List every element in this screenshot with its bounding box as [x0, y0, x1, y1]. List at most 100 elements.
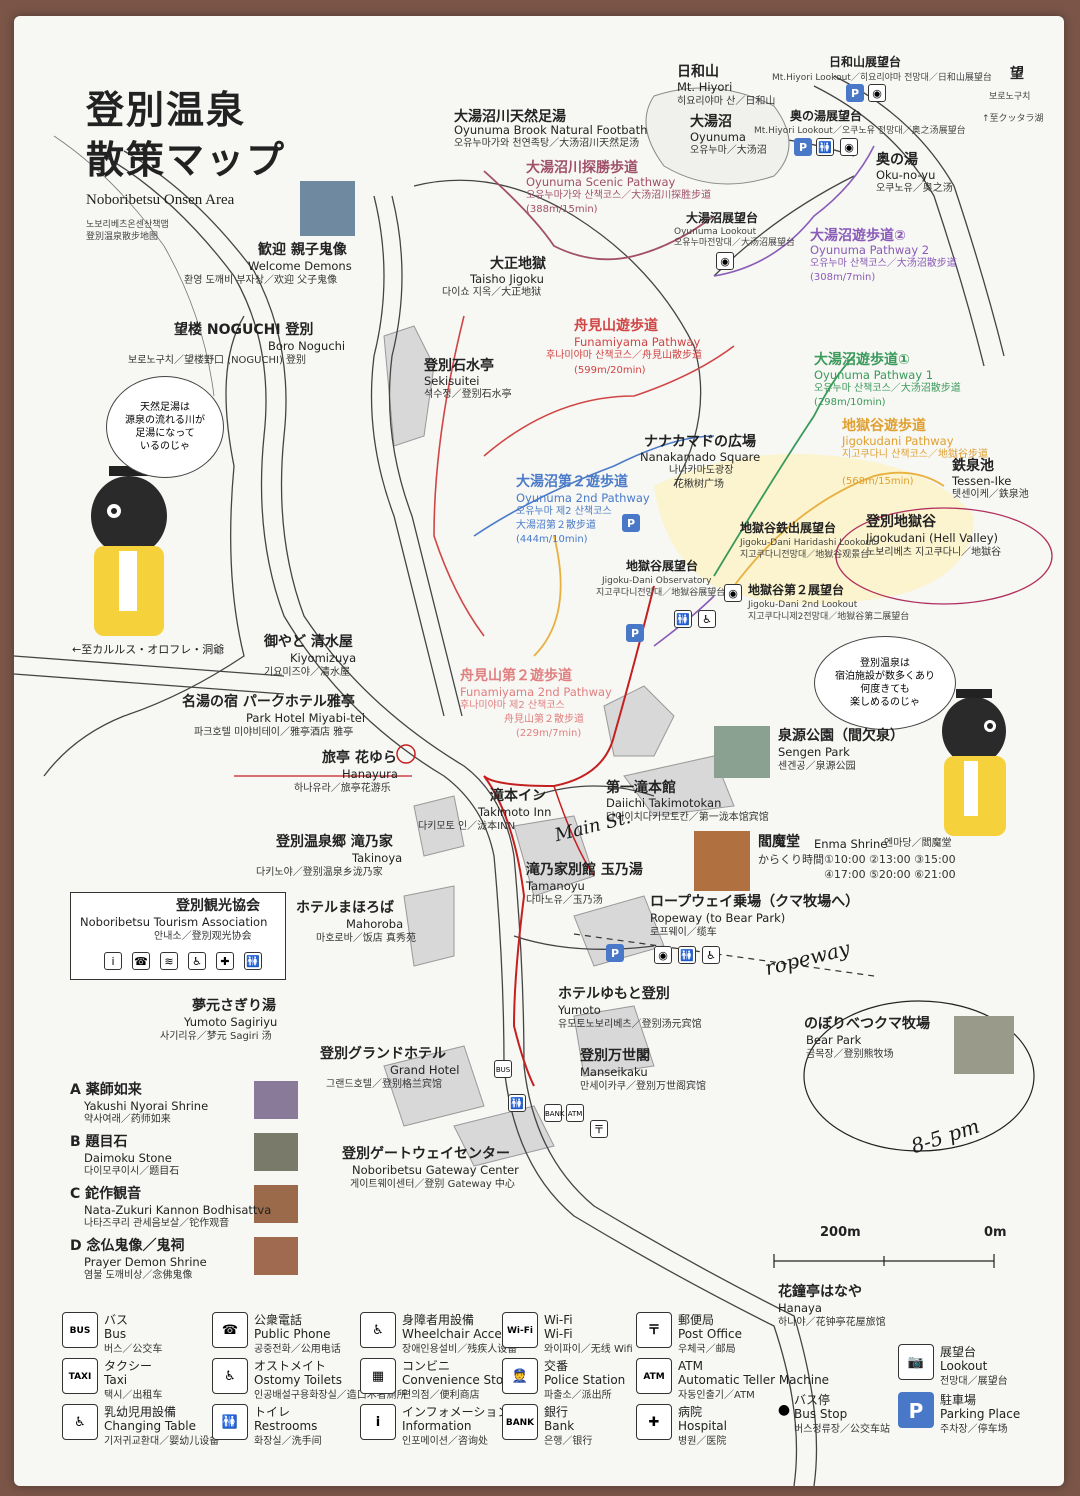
- legend-taxi-ko: 택시／出租车: [104, 1389, 163, 1401]
- legend-bus-stop-ko: 버스정류장／公交车站: [794, 1423, 890, 1435]
- label-funamiyama: 舟見山遊歩道: [574, 318, 658, 334]
- label-jigokudani-path-en: Jigokudani Pathway: [842, 434, 954, 448]
- legend-post-en: Post Office: [678, 1326, 742, 1341]
- shrine-c-mark: C: [70, 1186, 81, 1202]
- label-hanayura: 旅亭 花ゆら: [322, 750, 397, 766]
- legend-lookout-en: Lookout: [940, 1358, 988, 1373]
- restroom-icon: 🚻: [678, 946, 696, 964]
- trail-pathway2: [713, 145, 875, 277]
- parking-icon: P: [626, 624, 644, 642]
- label-sagiriyu: 夢元さぎり湯: [192, 998, 276, 1014]
- handdrawn-circle-bearpark: [803, 1000, 1035, 1152]
- legend-wheelchair-jp: 身障者用設備: [402, 1313, 475, 1327]
- label-sekisuitei-ko: 석수정／登别石水亭: [424, 389, 512, 400]
- shrine-b-jp: 題目石: [85, 1134, 128, 1150]
- label-boro: 望楼 NOGUCHI 登別: [174, 322, 314, 338]
- legend-lookout-ko: 전망대／展望台: [940, 1375, 1008, 1387]
- label-oyunuma-ko: 오유누마／大汤沼: [690, 145, 767, 156]
- label-enma-times2: ④17:00 ⑤20:00 ⑥21:00: [824, 868, 956, 881]
- label-yumoto: ホテルゆもと登別: [558, 986, 670, 1002]
- label-funamiyama2-ko: 후나미야마 제2 산책코스: [460, 700, 565, 711]
- label-nanakamado-ko: 나나카마도광장: [669, 465, 734, 476]
- legend-bank-ko: 은행／银行: [544, 1435, 593, 1447]
- legend-taxi-en: Taxi: [104, 1372, 128, 1387]
- legend-wifi-jp: Wi-Fi: [544, 1313, 573, 1327]
- label-grand-en: Grand Hotel: [390, 1063, 460, 1077]
- label-karurusu: ←至カルルス・オロフレ・洞爺: [72, 643, 225, 656]
- legend-information-jp: インフォメーション: [402, 1405, 510, 1419]
- map-title-line2: 散策マップ: [86, 137, 287, 182]
- label-okunoyu-lookout: 奥の湯展望台: [790, 109, 863, 123]
- label-welcome: 歓迎 親子鬼像: [258, 242, 347, 258]
- label-oyunuma-en: Oyunuma: [690, 130, 746, 144]
- label-oyunuma-lookout: 大湯沼展望台: [686, 211, 759, 225]
- label-taisho-ko: 다이쇼 지옥／大正地狱: [442, 287, 542, 298]
- shrine-a-jp: 薬師如来: [85, 1082, 142, 1098]
- info-icon: i: [104, 952, 122, 970]
- camera-icon: ◉: [654, 946, 672, 964]
- wheelchair-icon: ♿: [360, 1312, 396, 1348]
- label-sengen-en: Sengen Park: [778, 745, 850, 759]
- legend-bank-en: Bank: [544, 1418, 575, 1433]
- label-takinoya-ko: 다키노야／登别温泉乡泷乃家: [256, 867, 383, 878]
- label-enma-times1: からくり時間①10:00 ②13:00 ③15:00: [758, 853, 956, 866]
- label-tourism-en: Noboribetsu Tourism Association: [80, 915, 268, 929]
- label-second-lookout-en: Jigoku-Dani 2nd Lookout: [748, 600, 858, 610]
- wifi-icon: Wi-Fi: [502, 1312, 538, 1348]
- hospital-icon: ✚: [636, 1404, 672, 1440]
- label-nanakamado-en: Nanakamado Square: [640, 450, 761, 464]
- label-hiyori-en: Mt. Hiyori: [677, 80, 733, 94]
- camera-icon: ◉: [724, 584, 742, 602]
- label-tessen-en: Tessen-Ike: [952, 474, 1012, 488]
- handdrawn-route: [483, 585, 655, 1087]
- label-hiyori: 日和山: [677, 64, 719, 80]
- camera-icon: ◉: [868, 84, 886, 102]
- label-boro-en: Boro Noguchi: [268, 339, 346, 353]
- label-funamiyama2-dist: (229m/7min): [516, 728, 582, 739]
- label-ropeway-en: Ropeway (to Bear Park): [650, 911, 786, 925]
- label-bororo: 望: [1010, 66, 1024, 82]
- label-takinoya: 登別温泉郷 滝乃家: [276, 834, 393, 850]
- legend-changing-en: Changing Table: [104, 1418, 196, 1433]
- label-taisho-en: Taisho Jigoku: [470, 272, 544, 286]
- legend-bank-jp: 銀行: [544, 1405, 569, 1419]
- label-sagiriyu-en: Yumoto Sagiriyu: [184, 1015, 278, 1029]
- legend-bus-stop-jp: バス停: [794, 1393, 831, 1407]
- legend-police-en: Police Station: [544, 1372, 626, 1387]
- restroom-icon: 🚻: [212, 1404, 248, 1440]
- label-enma-en: Enma Shrine: [814, 837, 888, 851]
- legend-atm-en: Automatic Teller Machine: [678, 1372, 830, 1387]
- label-second-path-en: Oyunuma 2nd Pathway: [516, 491, 650, 505]
- phone-icon: ☎: [132, 952, 150, 970]
- legend-post-ko: 우체국／邮局: [678, 1343, 736, 1355]
- label-hanaya-en: Hanaya: [778, 1301, 822, 1315]
- speech-bubble-left: 天然足湯は 源泉の流れる川が 足湯になって いるのじゃ: [106, 376, 224, 478]
- label-hiyori-lookout-en: Mt.Hiyori Lookout／히요리야마 전망대／日和山展望台: [772, 73, 992, 83]
- label-takinoya-en: Takinoya: [352, 851, 403, 865]
- ostomy-icon: ✚: [216, 952, 234, 970]
- legend-parking-jp: 駐車場: [940, 1393, 977, 1407]
- label-kiyomizuya-ko: 기요미즈야／清水屋: [264, 667, 350, 678]
- label-ropeway-ko: 로프웨이／缆车: [650, 927, 717, 938]
- handdrawn-circle-hellvalley: [835, 507, 1053, 605]
- police-icon: 👮: [502, 1358, 538, 1394]
- bank-icon: BANK: [544, 1104, 564, 1122]
- legend-convenience-jp: コンビニ: [402, 1359, 451, 1373]
- label-hiyori-ko: 히요리야마 산／日和山: [677, 96, 776, 107]
- restroom-icon: 🚻: [508, 1094, 526, 1112]
- trail-hellvalley: [733, 471, 945, 587]
- photo-welcome: [300, 181, 355, 236]
- label-gateway-en: Noboribetsu Gateway Center: [352, 1163, 519, 1177]
- legend-phone-jp: 公衆電話: [254, 1313, 303, 1327]
- legend-hospital-jp: 病院: [678, 1405, 703, 1419]
- mascot-left: [91, 466, 167, 636]
- legend-information-en: Information: [402, 1418, 472, 1433]
- wheelchair-icon: ♿: [702, 946, 720, 964]
- scale-label-right: 0m: [984, 1225, 1007, 1240]
